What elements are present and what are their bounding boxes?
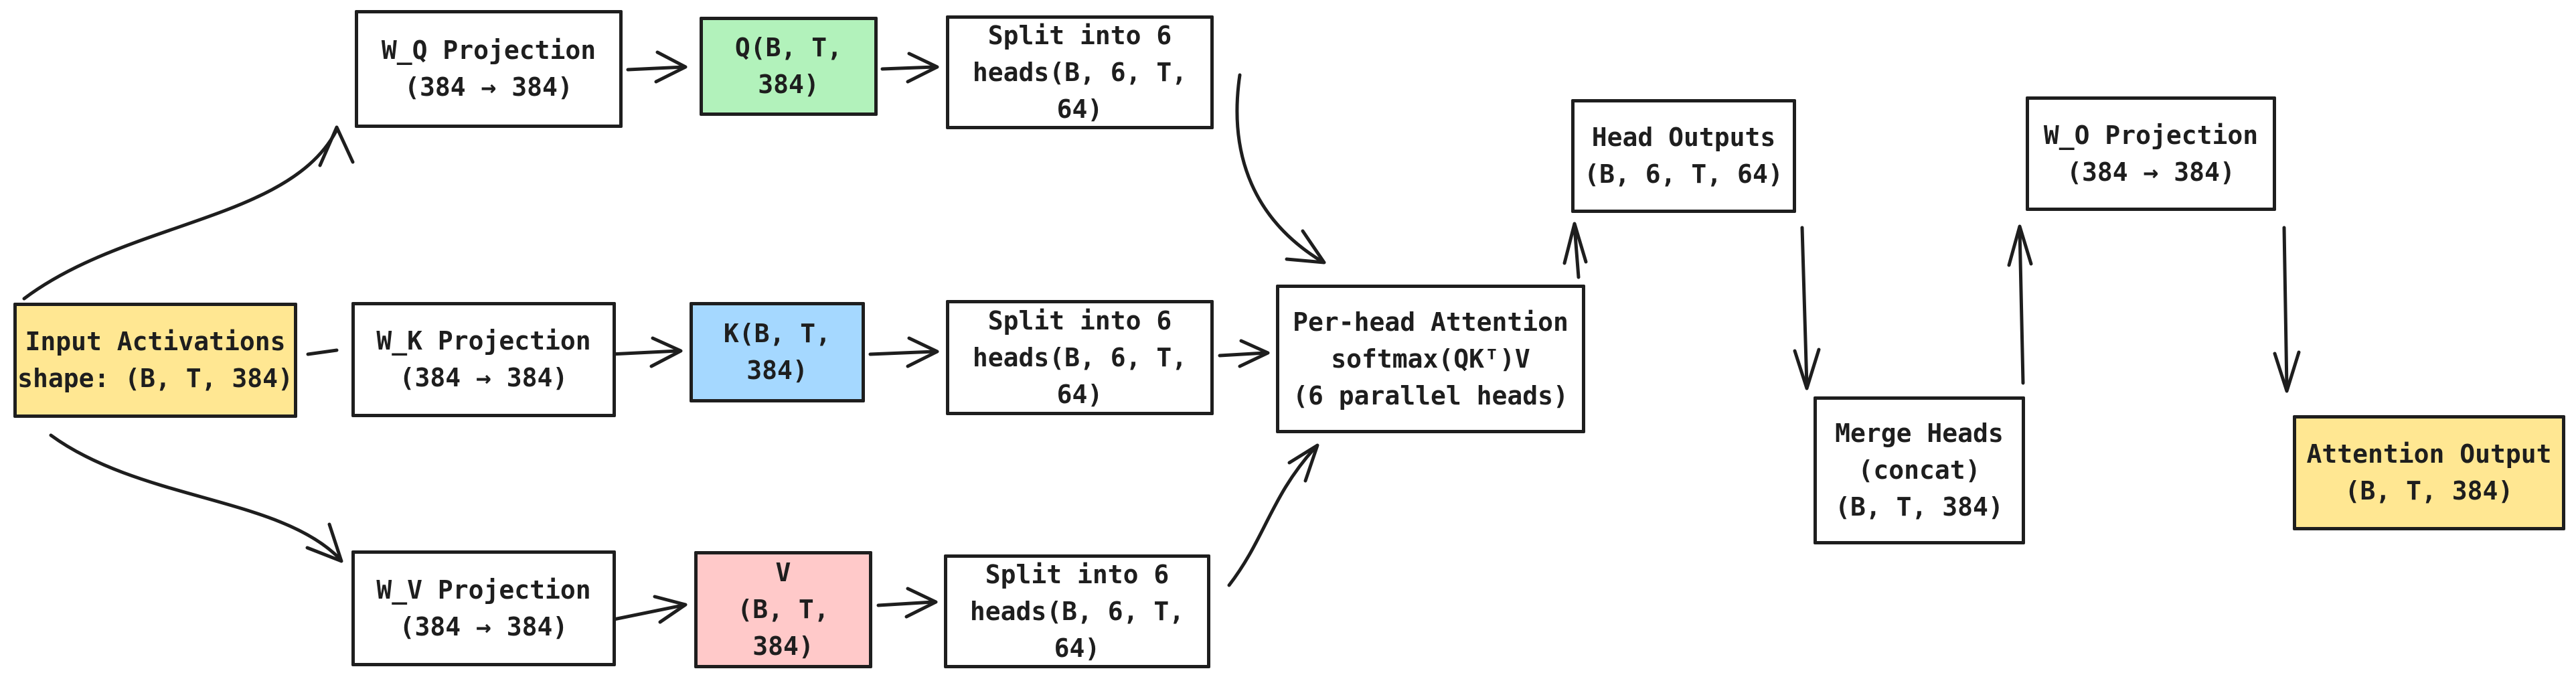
arrow-wq-to-q [626, 50, 688, 84]
arrow-q-to-split-q [880, 52, 939, 84]
node-wv-projection: W_V Projection (384 → 384) [351, 550, 616, 666]
arrow-wv-to-v [609, 595, 688, 624]
node-label: Head Outputs (B, 6, T, 64) [1584, 123, 1783, 189]
node-label: Split into 6 heads(B, 6, T, 64) [969, 559, 1185, 663]
node-label: Q(B, T, 384) [734, 33, 843, 99]
node-label: W_K Projection (384 → 384) [376, 326, 591, 392]
arrow-head-outputs-to-merge [1793, 226, 1821, 390]
node-head-outputs: Head Outputs (B, 6, T, 64) [1571, 99, 1796, 213]
node-label: Split into 6 heads(B, 6, T, 64) [972, 20, 1188, 124]
node-wk-projection: W_K Projection (384 → 384) [351, 302, 616, 417]
arrow-input-to-wq-projection [22, 125, 355, 301]
node-k: K(B, T, 384) [690, 302, 865, 402]
node-q: Q(B, T, 384) [700, 17, 878, 116]
arrow-k-to-split-k [868, 336, 939, 368]
node-v: V (B, T, 384) [694, 551, 872, 668]
arrow-split-v-to-perhead [1227, 443, 1319, 587]
node-attention-output: Attention Output (B, T, 384) [2293, 415, 2565, 530]
arrow-input-to-wk-projection [306, 348, 339, 356]
arrow-merge-to-wo [2007, 224, 2033, 385]
node-label: Split into 6 heads(B, 6, T, 64) [972, 305, 1188, 409]
node-label: Per-head Attention softmax(QKᵀ)V (6 para… [1293, 307, 1568, 410]
node-split-heads-k: Split into 6 heads(B, 6, T, 64) [946, 300, 1214, 415]
arrow-wo-to-attention-output [2273, 226, 2301, 393]
arrow-input-to-wv-projection [49, 433, 343, 563]
arrow-v-to-split-v [876, 587, 938, 619]
node-wo-projection: W_O Projection (384 → 384) [2026, 96, 2276, 211]
arrow-wk-to-k [609, 336, 683, 368]
node-label: W_V Projection (384 → 384) [376, 575, 591, 641]
node-input-activations: Input Activations shape: (B, T, 384) [13, 303, 297, 418]
arrow-perhead-to-head-outputs [1562, 222, 1588, 279]
node-label: Attention Output (B, T, 384) [2306, 439, 2552, 506]
arrow-split-q-to-perhead [1235, 73, 1326, 264]
node-merge-heads: Merge Heads (concat) (B, T, 384) [1814, 396, 2025, 544]
node-label: Input Activations shape: (B, T, 384) [17, 327, 293, 393]
node-label: W_Q Projection (384 → 384) [381, 35, 596, 102]
node-split-heads-q: Split into 6 heads(B, 6, T, 64) [946, 15, 1214, 129]
node-label: W_O Projection (384 → 384) [2043, 120, 2259, 187]
node-label: V (B, T, 384) [737, 558, 829, 661]
node-split-heads-v: Split into 6 heads(B, 6, T, 64) [944, 554, 1210, 668]
node-wq-projection: W_Q Projection (384 → 384) [355, 10, 623, 128]
node-label: K(B, T, 384) [723, 319, 831, 385]
node-per-head-attention: Per-head Attention softmax(QKᵀ)V (6 para… [1276, 285, 1585, 433]
node-label: Merge Heads (concat) (B, T, 384) [1835, 419, 2004, 522]
arrow-split-k-to-perhead [1218, 339, 1270, 368]
